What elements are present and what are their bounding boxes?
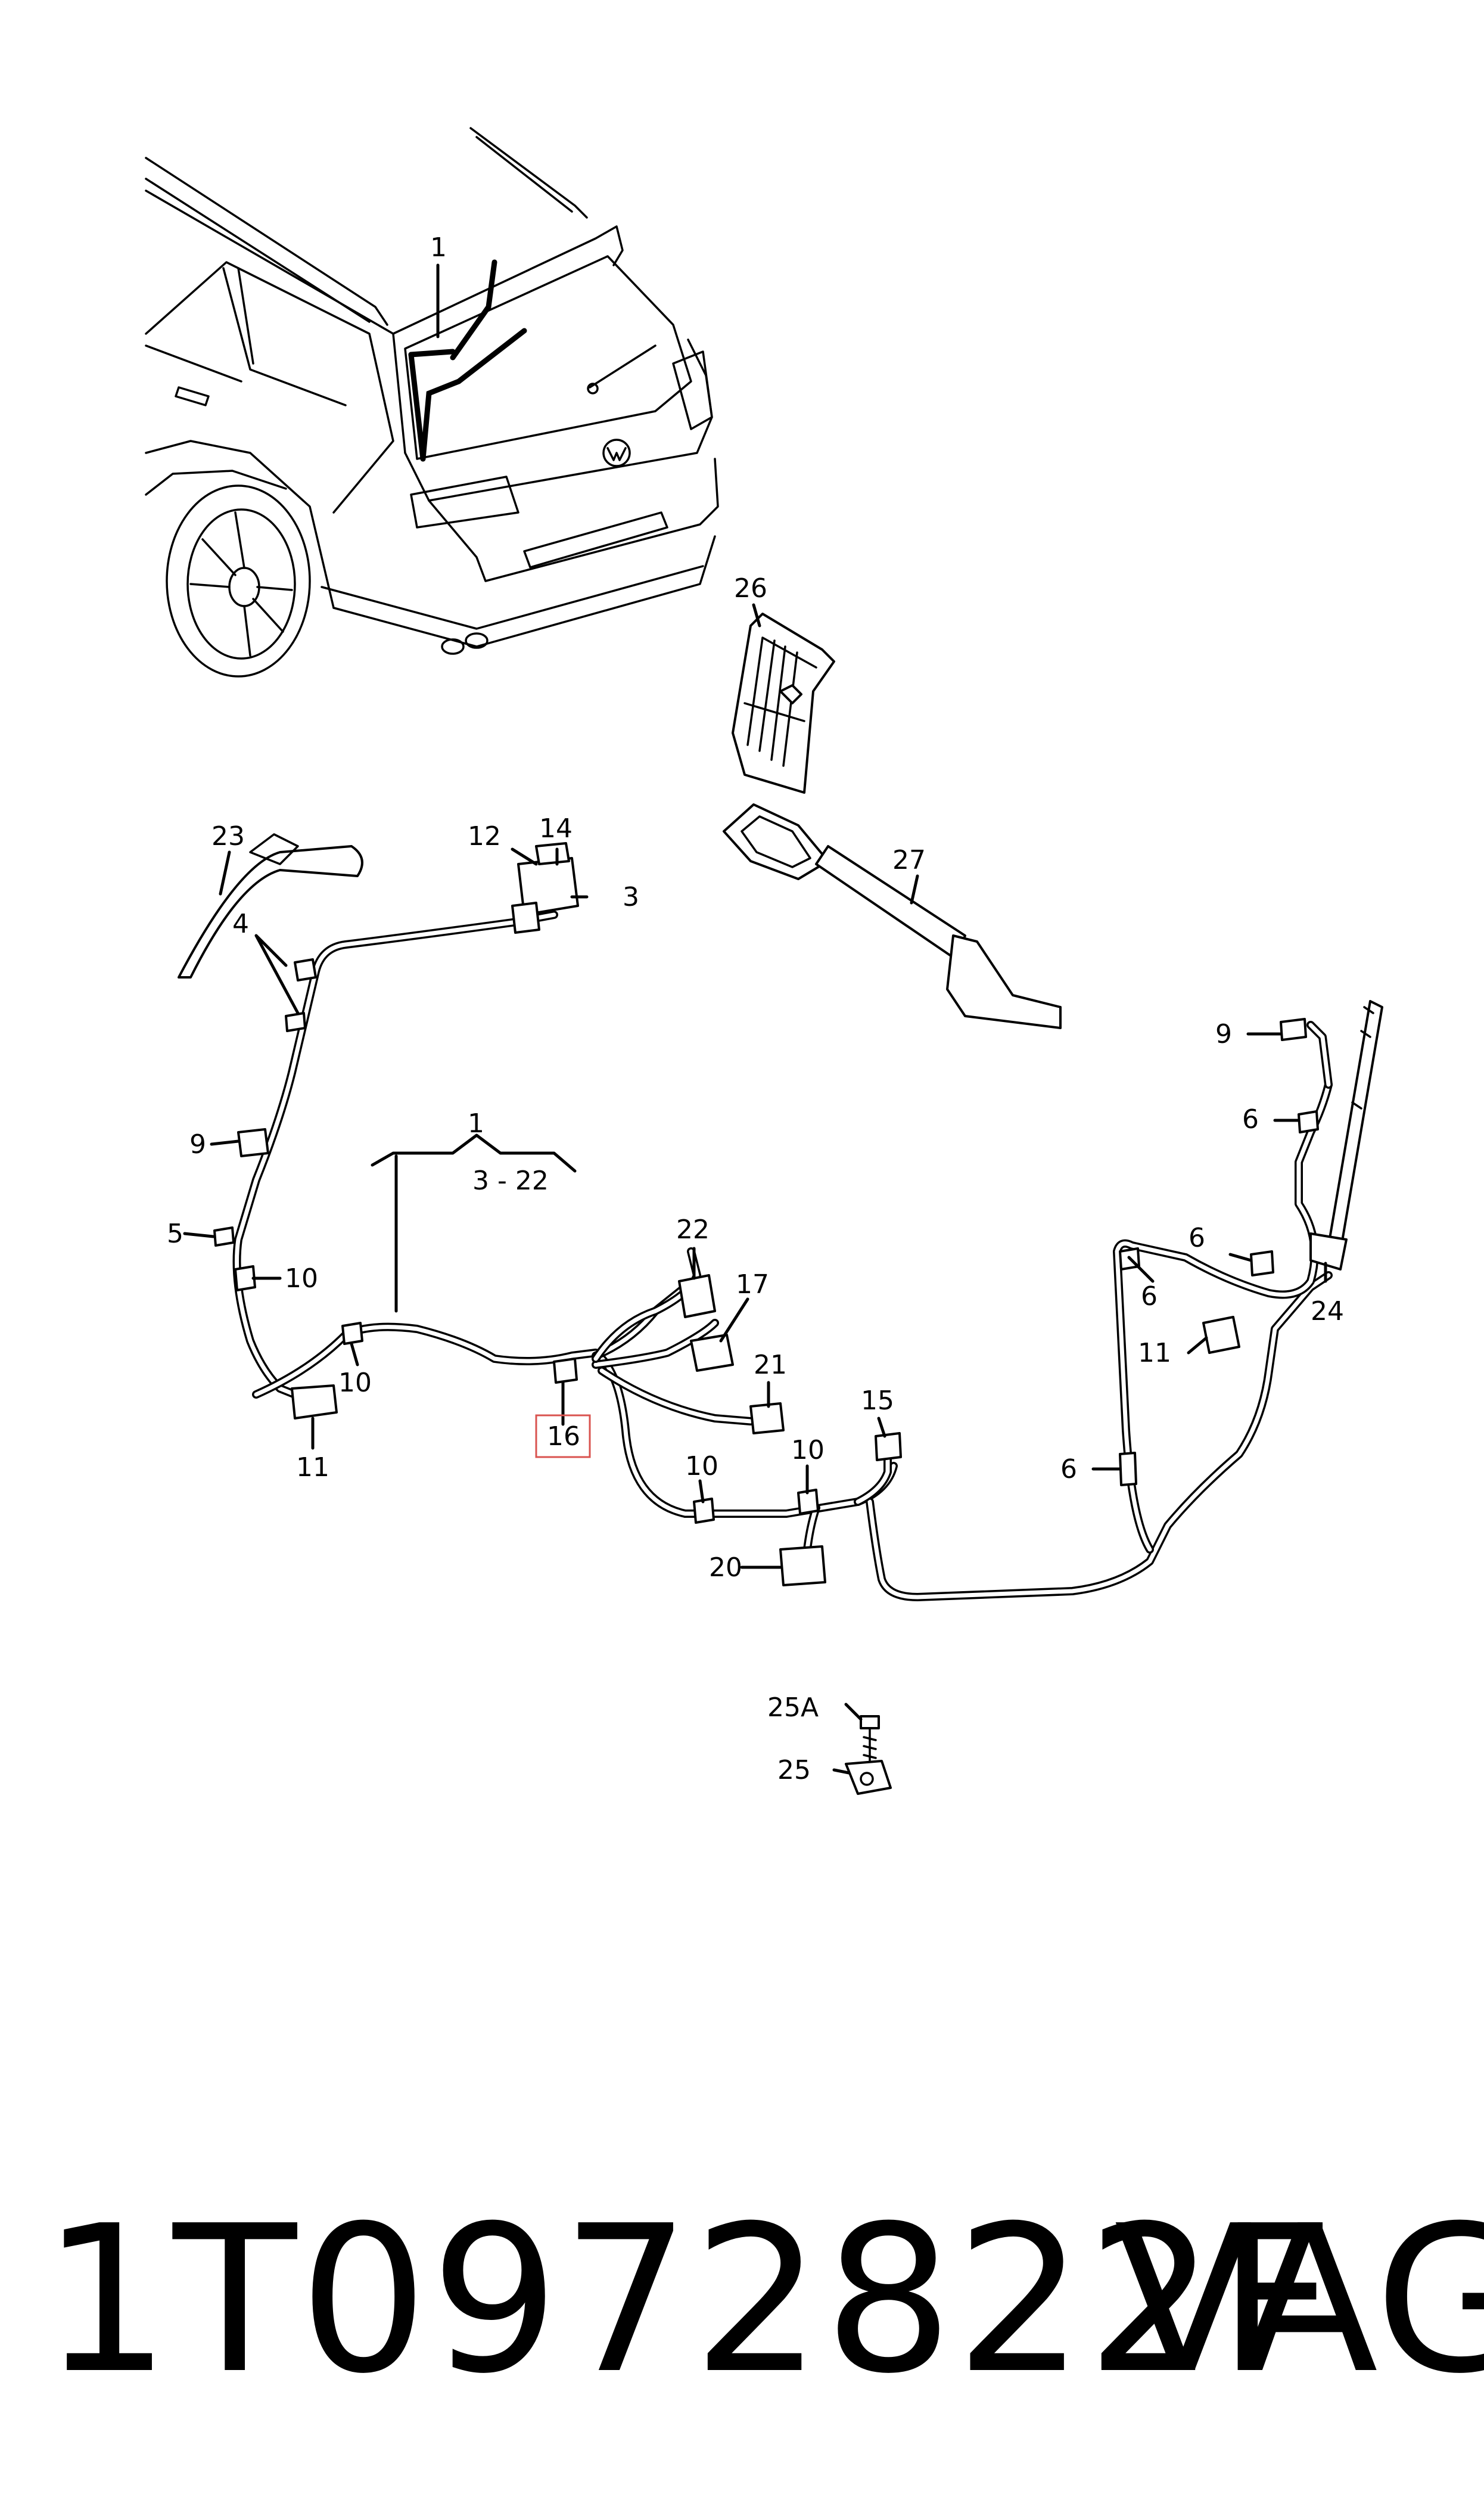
label-26: 26 — [734, 573, 767, 604]
car-rear-illustration — [145, 127, 719, 678]
label-5: 5 — [167, 1219, 183, 1249]
label-10-left: 10 — [285, 1263, 318, 1294]
label-group-range: 3 - 22 — [472, 1166, 549, 1196]
label-21: 21 — [754, 1350, 787, 1380]
label-9-right: 9 — [1215, 1019, 1232, 1049]
label-group-1: 1 — [468, 1108, 484, 1139]
part-25-nut — [845, 1760, 892, 1795]
label-10-lower: 10 — [685, 1451, 718, 1481]
label-3: 3 — [623, 882, 639, 912]
label-11-right: 11 — [1138, 1338, 1171, 1368]
part-27-grommet-sleeve — [723, 803, 1062, 1029]
label-10-near-20: 10 — [791, 1435, 825, 1465]
label-6-lower: 6 — [1060, 1454, 1077, 1484]
label-6-mid: 6 — [1189, 1223, 1205, 1253]
main-wiring-harness — [178, 833, 1383, 1601]
label-14: 14 — [539, 813, 573, 844]
part-number: 1T0972822F — [42, 2182, 1337, 2418]
label-24: 24 — [1311, 1296, 1344, 1327]
label-10-center: 10 — [338, 1368, 372, 1398]
label-6-center: 6 — [1141, 1281, 1158, 1312]
label-11-left: 11 — [296, 1452, 329, 1483]
label-17: 17 — [736, 1269, 769, 1300]
label-16-highlight-box — [535, 1414, 591, 1458]
label-25: 25 — [777, 1755, 811, 1785]
callout-labels: 1 26 27 23 12 14 3 4 9 1 3 - 22 5 10 10 … — [167, 232, 1344, 1785]
footer: 1T0972822F VAG — [0, 2175, 1484, 2425]
label-22: 22 — [676, 1215, 710, 1245]
part-25a-screw — [860, 1715, 880, 1765]
label-15: 15 — [861, 1386, 894, 1416]
label-27: 27 — [892, 845, 926, 875]
brand-name: VAG — [1114, 2182, 1484, 2418]
label-23: 23 — [211, 821, 245, 852]
part-26-bracket — [732, 613, 835, 794]
label-4: 4 — [232, 909, 249, 939]
label-25a: 25A — [767, 1692, 819, 1723]
label-1-car: 1 — [430, 232, 447, 263]
label-16: 16 — [547, 1421, 580, 1452]
leader-lines — [183, 263, 1327, 1775]
label-9-left: 9 — [189, 1129, 206, 1160]
label-12: 12 — [468, 821, 501, 852]
label-20: 20 — [709, 1552, 742, 1583]
label-6-top: 6 — [1242, 1104, 1259, 1135]
